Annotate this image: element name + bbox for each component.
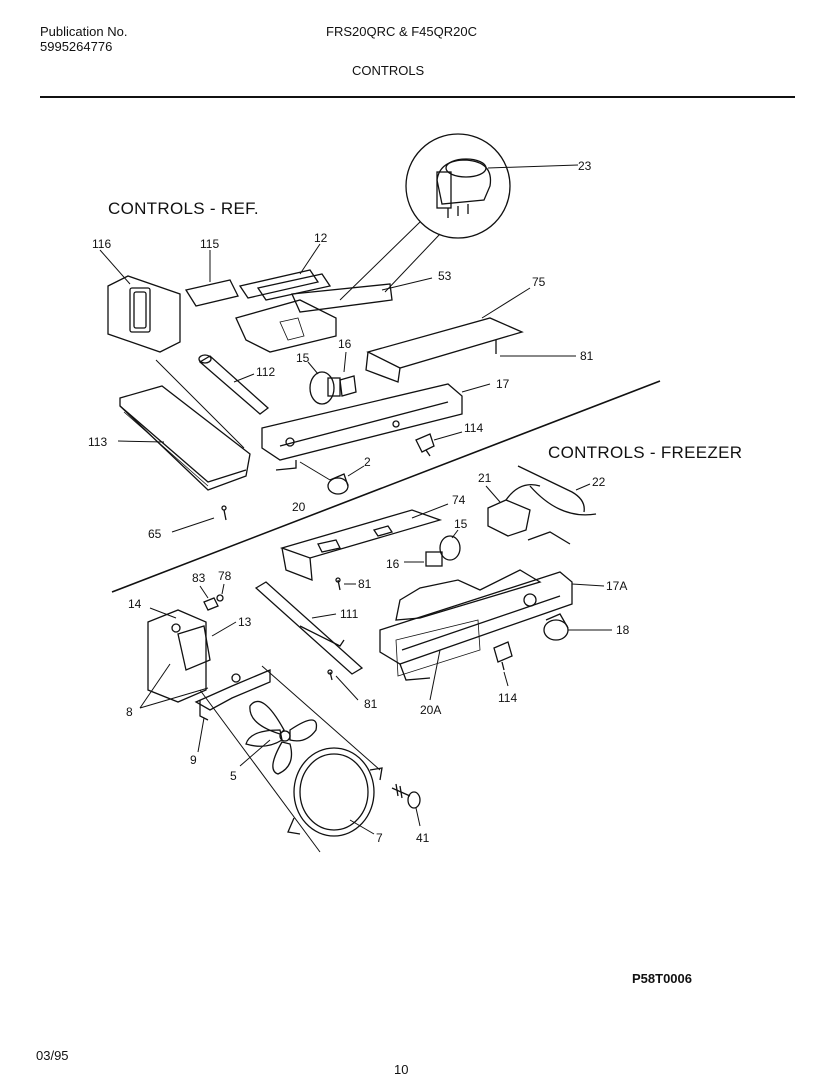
- callout-9: 9: [190, 753, 197, 767]
- callout-20: 20: [292, 500, 306, 514]
- part-7-fan-shroud: [287, 747, 383, 837]
- callout-12: 12: [314, 231, 328, 245]
- part-83-78-clips: [199, 583, 225, 611]
- model-number: FRS20QRC & F45QR20C: [326, 24, 477, 39]
- callout-15-freezer: 15: [454, 517, 468, 531]
- callout-112: 112: [256, 365, 275, 379]
- callout-65: 65: [148, 527, 162, 541]
- callout-21: 21: [478, 471, 492, 485]
- part-41-screw: [391, 783, 421, 827]
- callout-23: 23: [578, 159, 592, 173]
- part-15-16-bulb-socket-ref: [307, 351, 357, 405]
- part-21-22-thermostat-freezer: [485, 465, 597, 545]
- callout-115: 115: [200, 237, 219, 251]
- callout-20a: 20A: [420, 703, 441, 717]
- part-15-16-bulb-socket-freezer: [404, 529, 461, 567]
- part-115-12-housing: [184, 243, 433, 353]
- part-75-panel: [365, 287, 576, 383]
- callout-74: 74: [452, 493, 466, 507]
- callout-22: 22: [592, 475, 606, 489]
- callout-17: 17: [496, 377, 510, 391]
- leader-23-to-53: [339, 221, 421, 301]
- callout-81-ref: 81: [580, 349, 594, 363]
- part-23-thermostat-detail: [405, 133, 579, 239]
- part-111-bracket: [254, 581, 364, 675]
- footer-date: 03/95: [36, 1048, 69, 1063]
- callout-16-freezer: 16: [386, 557, 400, 571]
- part-116-cover: [99, 249, 181, 353]
- header-rule: [40, 96, 795, 98]
- callout-2: 2: [364, 455, 371, 469]
- part-114-knob-ref: [415, 431, 463, 457]
- part-113-diffuser: [117, 359, 251, 491]
- part-114-knob-freezer: [493, 641, 513, 687]
- callout-7: 7: [376, 831, 383, 845]
- callout-116: 116: [92, 237, 111, 251]
- callout-83: 83: [192, 571, 206, 585]
- callout-18: 18: [616, 623, 630, 637]
- diagram-code: P58T0006: [632, 971, 692, 986]
- part-14-13-motor-assembly: [139, 607, 381, 853]
- callout-114-ref: 114: [464, 421, 483, 435]
- leader-23-to-53b: [384, 233, 441, 293]
- callout-14: 14: [128, 597, 142, 611]
- part-18-knob-freezer: [543, 613, 612, 641]
- callout-5: 5: [230, 769, 237, 783]
- page-number: 10: [394, 1062, 409, 1077]
- callout-17a: 17A: [606, 579, 627, 593]
- callout-75: 75: [532, 275, 546, 289]
- section-divider: [111, 380, 661, 593]
- part-74-panel: [279, 503, 449, 581]
- part-81-screws-freezer: [327, 577, 359, 701]
- part-2-knob-ref: [299, 461, 365, 495]
- callout-53: 53: [438, 269, 452, 283]
- callout-15-ref: 15: [296, 351, 310, 365]
- part-65-screw: [171, 505, 227, 533]
- part-17a-housing-freezer: [379, 569, 605, 681]
- callout-114-freezer: 114: [498, 691, 517, 705]
- callout-81-lower: 81: [364, 697, 378, 711]
- callout-78: 78: [218, 569, 232, 583]
- part-112-tube: [198, 354, 270, 415]
- page-heading: CONTROLS: [352, 63, 425, 78]
- section-title-freezer: CONTROLS - FREEZER: [548, 443, 743, 462]
- callout-16-ref: 16: [338, 337, 352, 351]
- callout-13: 13: [238, 615, 252, 629]
- part-5-fan-blade: [239, 700, 318, 775]
- part-20a-panel: [395, 619, 481, 701]
- publication-number: 5995264776: [40, 39, 113, 54]
- publication-label: Publication No.: [40, 24, 128, 39]
- callout-113: 113: [88, 435, 107, 449]
- callout-111: 111: [340, 607, 359, 621]
- callout-8: 8: [126, 705, 133, 719]
- callout-81-freezer: 81: [358, 577, 372, 591]
- section-title-refrigerator: CONTROLS - REF.: [108, 199, 259, 218]
- part-17-housing-ref: [261, 383, 491, 471]
- callout-41: 41: [416, 831, 430, 845]
